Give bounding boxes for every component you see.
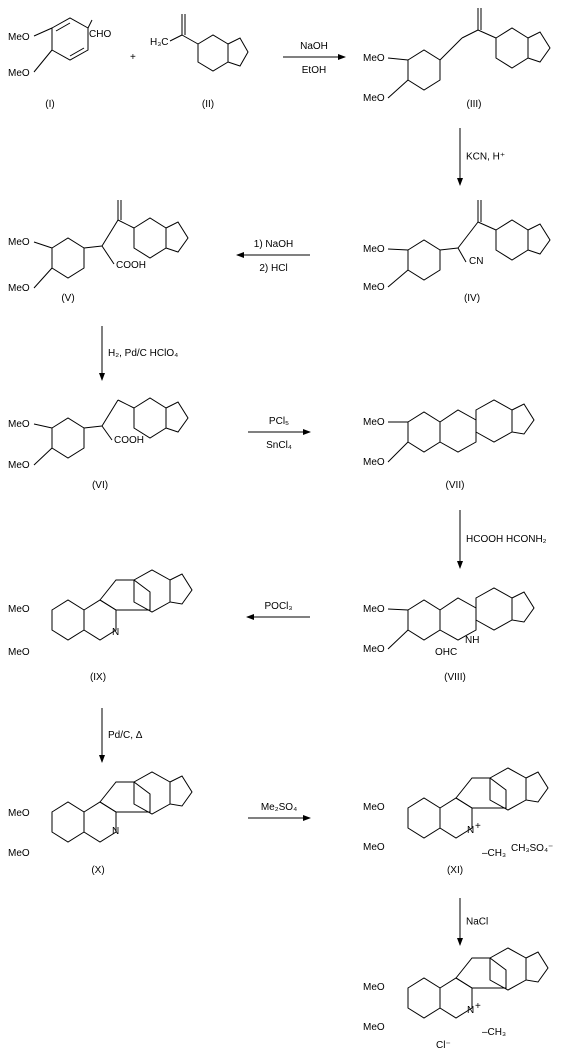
group-IV-2: CN <box>469 256 483 267</box>
group-X-2: N <box>112 826 119 837</box>
reagent-r10-above: NaCl <box>466 917 488 928</box>
reagent-r5-below: SnCl₄ <box>266 440 292 451</box>
structure-VI <box>33 397 189 466</box>
reagent-r4-above: H₂, Pd/C HClO₄ <box>108 348 178 359</box>
group-XI-2: N <box>467 825 474 836</box>
group-VI-2: COOH <box>114 435 144 446</box>
structure-VIII <box>387 587 535 650</box>
compound-label-IX: (IX) <box>90 672 106 683</box>
reagent-r7-above: POCl₃ <box>265 601 293 612</box>
group-XI-1: MeO <box>363 842 385 853</box>
compound-label-V: (V) <box>61 293 74 304</box>
group-XI-3: + <box>475 821 481 832</box>
structure-X <box>51 771 193 843</box>
group-V-2: COOH <box>116 260 146 271</box>
group-XII-0: MeO <box>363 982 385 993</box>
group-VI-1: MeO <box>8 460 30 471</box>
reagent-r1-below: EtOH <box>302 65 326 76</box>
reaction-arrows <box>99 54 463 946</box>
group-XI-5: CH₃SO₄⁻ <box>511 843 553 854</box>
group-X-1: MeO <box>8 848 30 859</box>
group-XII-3: + <box>475 1001 481 1012</box>
group-VIII-1: MeO <box>363 644 385 655</box>
structure-VII <box>387 399 535 463</box>
compound-label-VI: (VI) <box>92 480 108 491</box>
structure-IV <box>387 200 551 288</box>
structure-IX <box>51 569 193 641</box>
group-IX-0: MeO <box>8 604 30 615</box>
group-XII-5: Cl⁻ <box>436 1040 451 1051</box>
group-IX-1: MeO <box>8 647 30 658</box>
structure-III <box>387 8 551 99</box>
compound-label-VIII: (VIII) <box>444 672 466 683</box>
group-III-1: MeO <box>363 93 385 104</box>
plus-sign: + <box>130 52 136 63</box>
group-I-0: MeO <box>8 32 30 43</box>
group-V-1: MeO <box>8 283 30 294</box>
structure-XII <box>407 947 549 1019</box>
group-VII-0: MeO <box>363 417 385 428</box>
group-XII-1: MeO <box>363 1022 385 1033</box>
reagent-r2-above: KCN, H⁺ <box>466 152 505 163</box>
group-II-0: H₃C <box>150 37 169 48</box>
group-VIII-2: NH <box>465 635 479 646</box>
reagent-r9-above: Me₂SO₄ <box>261 802 297 813</box>
structure-V <box>33 200 189 289</box>
compound-label-I: (I) <box>45 99 54 110</box>
compound-label-III: (III) <box>467 99 482 110</box>
structure-drawings <box>33 8 551 1019</box>
compound-label-IV: (IV) <box>464 293 480 304</box>
text-labels: (I) MeO MeO CHO (II) H₃C (III) MeO MeO (IV) MeO MeO… <box>8 29 553 1051</box>
group-IV-0: MeO <box>363 244 385 255</box>
reagent-r3-below: 2) HCl <box>259 263 287 274</box>
compound-label-XI: (XI) <box>447 865 463 876</box>
group-VIII-3: OHC <box>435 647 457 658</box>
structure-II <box>169 14 249 72</box>
group-III-0: MeO <box>363 53 385 64</box>
group-VII-1: MeO <box>363 457 385 468</box>
group-IX-2: N <box>112 627 119 638</box>
group-V-0: MeO <box>8 237 30 248</box>
compound-label-VII: (VII) <box>446 480 465 491</box>
group-I-1: MeO <box>8 68 30 79</box>
reagent-r1-above: NaOH <box>300 41 328 52</box>
compound-label-X: (X) <box>91 865 104 876</box>
group-XII-2: N <box>467 1005 474 1016</box>
group-XI-0: MeO <box>363 802 385 813</box>
structure-XI <box>407 767 549 839</box>
group-XII-4: –CH₃ <box>482 1027 506 1038</box>
group-XI-4: –CH₃ <box>482 848 506 859</box>
structure-I <box>33 17 93 73</box>
group-IV-1: MeO <box>363 282 385 293</box>
compound-label-II: (II) <box>202 99 214 110</box>
group-VI-0: MeO <box>8 419 30 430</box>
reagent-r6-above: HCOOH HCONH₂ <box>466 534 547 545</box>
group-I-2: CHO <box>89 29 111 40</box>
reagent-r3-above: 1) NaOH <box>254 239 293 250</box>
group-VIII-0: MeO <box>363 604 385 615</box>
reagent-r8-above: Pd/C, Δ <box>108 730 143 741</box>
group-X-0: MeO <box>8 808 30 819</box>
reagent-r5-above: PCl₅ <box>269 416 289 427</box>
